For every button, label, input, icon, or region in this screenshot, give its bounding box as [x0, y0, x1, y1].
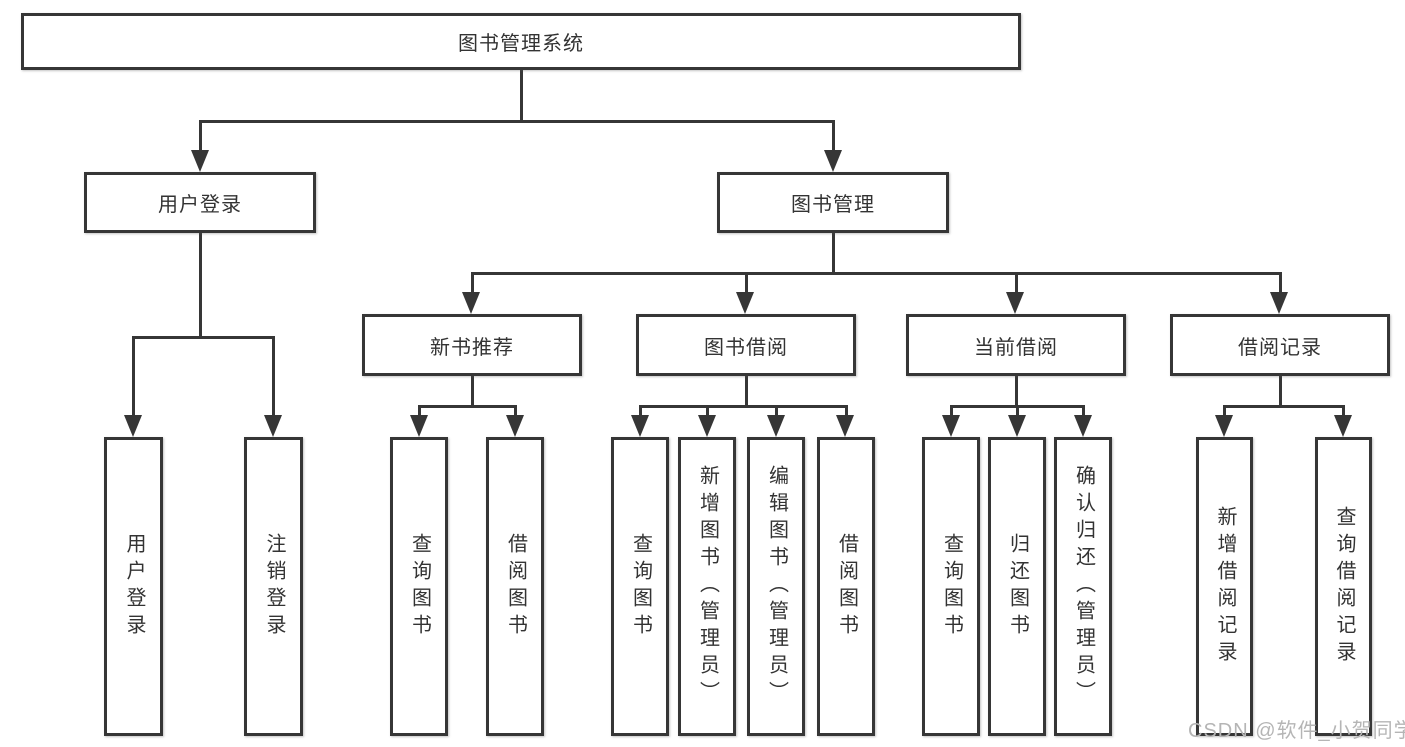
connector-line	[832, 120, 835, 152]
node-borrow-records: 借阅记录	[1170, 314, 1390, 376]
node-library-management-system: 图书管理系统	[21, 13, 1021, 70]
arrowhead-icon	[736, 292, 754, 314]
arrowhead-icon	[836, 415, 854, 437]
node-label: 借阅图书	[504, 532, 527, 641]
connector-line	[706, 405, 709, 417]
node-label: 编辑图书（管理员）	[765, 465, 788, 708]
node-label: 新增借阅记录	[1214, 505, 1236, 668]
node-label: 新增图书（管理员）	[696, 465, 719, 708]
connector-line	[1016, 405, 1019, 417]
arrowhead-icon	[191, 150, 209, 172]
node-label: 借阅图书	[835, 532, 858, 641]
connector-line	[418, 405, 421, 417]
arrowhead-icon	[942, 415, 960, 437]
arrowhead-icon	[264, 415, 282, 437]
connector-line	[745, 376, 748, 405]
connector-line	[745, 272, 748, 294]
node-label: 借阅记录	[1238, 336, 1322, 359]
node-label: 查询图书	[408, 532, 431, 641]
connector-line	[1223, 405, 1226, 417]
connector-line	[1082, 405, 1085, 417]
connector-line	[1223, 405, 1345, 408]
csdn-watermark: CSDN @软件_小贺同学	[1188, 720, 1405, 742]
leaf-add-borrow-record: 新增借阅记录	[1196, 437, 1253, 736]
connector-line	[845, 405, 848, 417]
arrowhead-icon	[698, 415, 716, 437]
node-label: 查询图书	[940, 532, 963, 641]
arrowhead-icon	[1074, 415, 1092, 437]
leaf-edit-books-admin: 编辑图书（管理员）	[747, 437, 805, 736]
leaf-borrow-books: 借阅图书	[817, 437, 875, 736]
connector-line	[418, 405, 517, 408]
arrowhead-icon	[410, 415, 428, 437]
connector-line	[775, 405, 778, 417]
leaf-confirm-return-admin: 确认归还（管理员）	[1054, 437, 1112, 736]
node-label: 图书管理系统	[458, 33, 584, 55]
leaf-add-books-admin: 新增图书（管理员）	[678, 437, 736, 736]
connector-line	[272, 336, 275, 417]
arrowhead-icon	[631, 415, 649, 437]
node-user-login: 用户登录	[84, 172, 316, 233]
connector-line	[832, 233, 835, 272]
node-label: 查询图书	[629, 532, 652, 641]
connector-line	[1015, 272, 1018, 294]
arrowhead-icon	[124, 415, 142, 437]
node-new-book-recommend: 新书推荐	[362, 314, 582, 376]
connector-line	[1015, 376, 1018, 405]
connector-line	[1279, 376, 1282, 405]
connector-line	[199, 233, 202, 336]
node-book-management: 图书管理	[717, 172, 949, 233]
node-label: 当前借阅	[974, 336, 1058, 359]
node-label: 注销登录	[263, 532, 285, 641]
arrowhead-icon	[767, 415, 785, 437]
connector-line	[199, 120, 202, 152]
node-label: 用户登录	[123, 532, 145, 641]
leaf-query-books-borrow: 查询图书	[611, 437, 669, 736]
connector-line	[471, 376, 474, 405]
node-label: 用户登录	[158, 194, 242, 216]
arrowhead-icon	[1006, 292, 1024, 314]
connector-line	[1342, 405, 1345, 417]
arrowhead-icon	[462, 292, 480, 314]
arrowhead-icon	[506, 415, 524, 437]
node-label: 查询借阅记录	[1333, 505, 1355, 668]
connector-line	[1279, 272, 1282, 294]
leaf-query-books-recommend: 查询图书	[390, 437, 448, 736]
arrowhead-icon	[824, 150, 842, 172]
arrowhead-icon	[1270, 292, 1288, 314]
node-label: 新书推荐	[430, 336, 514, 359]
connector-line	[639, 405, 642, 417]
leaf-logout: 注销登录	[244, 437, 303, 736]
leaf-user-login: 用户登录	[104, 437, 163, 736]
leaf-return-books: 归还图书	[988, 437, 1046, 736]
connector-line	[132, 336, 275, 339]
connector-line	[132, 336, 135, 417]
connector-line	[471, 272, 474, 294]
node-label: 图书管理	[791, 194, 875, 216]
leaf-borrow-books-recommend: 借阅图书	[486, 437, 544, 736]
node-current-borrow: 当前借阅	[906, 314, 1126, 376]
connector-line	[520, 70, 523, 120]
connector-line	[639, 405, 848, 408]
arrowhead-icon	[1334, 415, 1352, 437]
node-label: 图书借阅	[704, 336, 788, 359]
connector-line	[199, 120, 835, 123]
node-label: 归还图书	[1006, 532, 1029, 641]
arrowhead-icon	[1008, 415, 1026, 437]
connector-line	[514, 405, 517, 417]
node-label: 确认归还（管理员）	[1072, 465, 1095, 708]
connector-line	[950, 405, 953, 417]
arrowhead-icon	[1215, 415, 1233, 437]
leaf-query-borrow-record: 查询借阅记录	[1315, 437, 1372, 736]
connector-line	[471, 272, 1282, 275]
node-book-borrow: 图书借阅	[636, 314, 856, 376]
leaf-query-books-current: 查询图书	[922, 437, 980, 736]
